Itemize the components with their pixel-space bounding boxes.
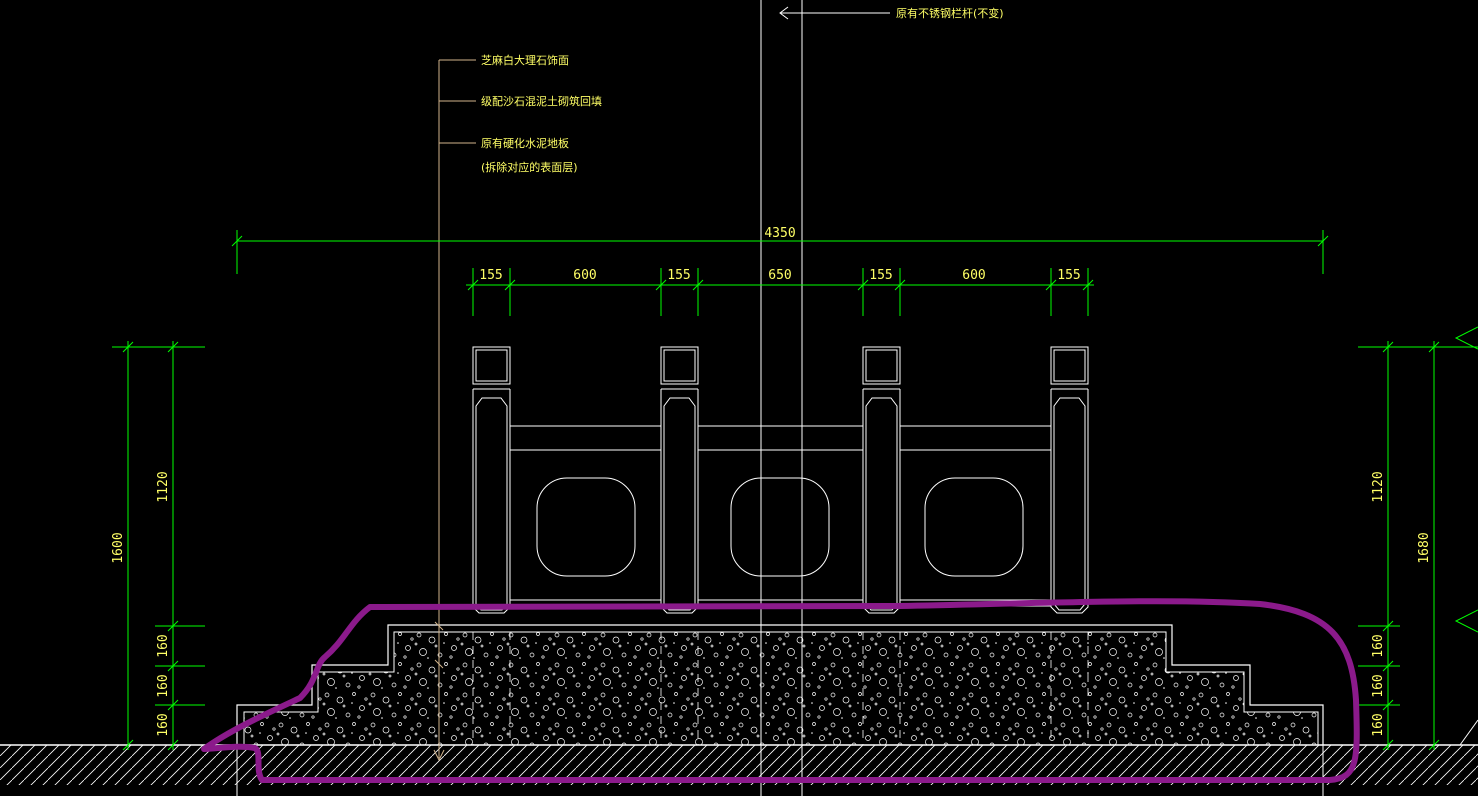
left-dim-step-3: 160: [156, 713, 171, 736]
dimension-overall-width: 4350: [764, 226, 795, 241]
balustrade-posts: [472, 346, 1089, 614]
overall-dimension: [231, 230, 1329, 274]
segment-dim-2: 600: [573, 268, 596, 283]
left-dim-step-1: 160: [156, 634, 171, 657]
left-dim-upper: 1120: [156, 471, 171, 502]
note-original-railing: 原有不锈钢栏杆(不变): [896, 6, 1004, 20]
left-dim-step-2: 160: [156, 674, 171, 697]
segment-dim-5: 155: [869, 268, 892, 283]
segment-dim-7: 155: [1057, 268, 1080, 283]
segment-dim-1: 155: [479, 268, 502, 283]
post-2: [660, 346, 699, 614]
left-dim-total: 1600: [111, 532, 126, 563]
note-cement-floor-sub: (拆除对应的表面层): [481, 160, 578, 174]
right-dim-step-2: 160: [1371, 674, 1386, 697]
balustrade: [510, 425, 1051, 607]
right-dim-upper: 1120: [1371, 471, 1386, 502]
segment-dimension-line: [466, 268, 1094, 316]
post-4: [1050, 346, 1089, 614]
left-vertical-dimensions: [112, 341, 205, 751]
note-marble-finish: 芝麻白大理石饰面: [481, 53, 569, 67]
hand-drawn-markup-outline: [201, 598, 1360, 785]
top-note-leader: [779, 6, 890, 20]
segment-dim-3: 155: [667, 268, 690, 283]
right-dim-step-1: 160: [1371, 634, 1386, 657]
segment-dim-6: 600: [962, 268, 985, 283]
post-3: [862, 346, 901, 614]
stepped-base: [236, 624, 1324, 745]
note-cement-floor: 原有硬化水泥地板: [481, 136, 569, 150]
right-dim-total: 1680: [1417, 532, 1432, 563]
layer-leader: [433, 59, 476, 762]
right-edge-fragment: [1459, 719, 1478, 746]
post-1: [472, 346, 511, 614]
right-dim-step-3: 160: [1371, 713, 1386, 736]
right-vertical-dimensions: [1358, 326, 1478, 751]
note-backfill: 级配沙石混泥土砌筑回填: [481, 94, 602, 108]
segment-dim-4: 650: [768, 268, 791, 283]
